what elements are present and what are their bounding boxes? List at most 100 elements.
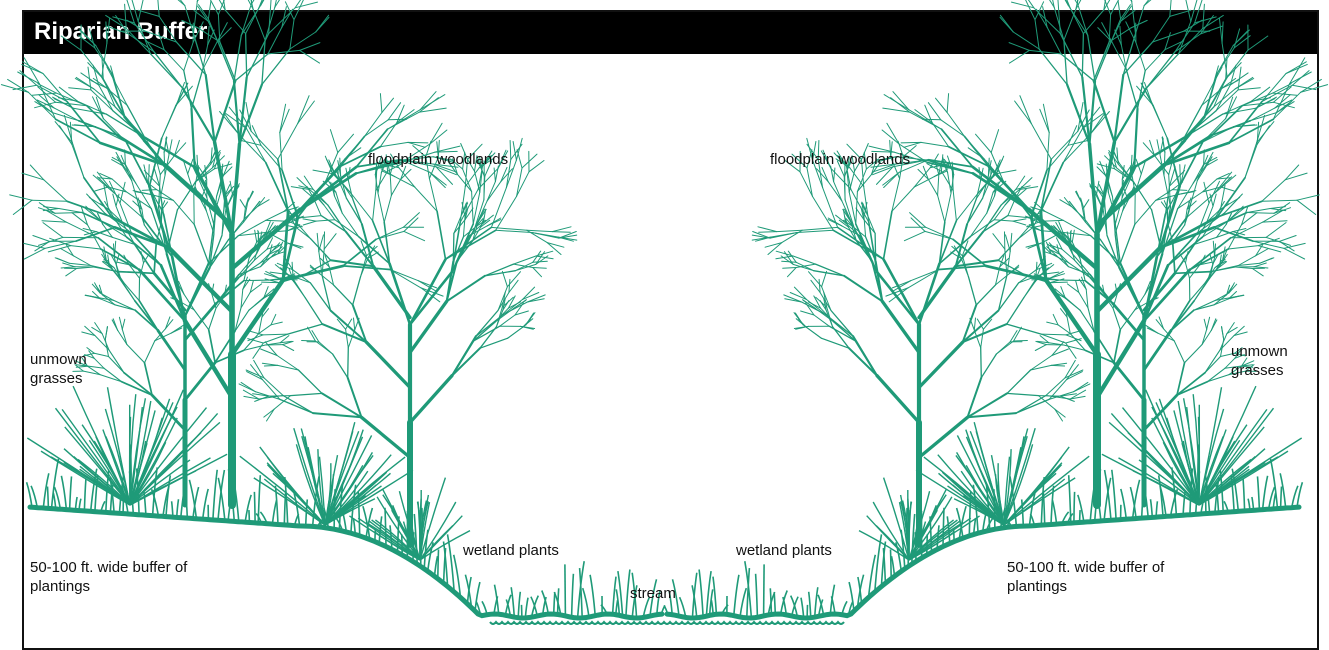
tree-branch [523, 319, 531, 327]
tree-branch [384, 195, 391, 222]
tree-branch [303, 221, 316, 225]
tree-branch [43, 223, 63, 238]
tree-branch [338, 134, 354, 152]
tree-branch [509, 280, 518, 292]
tree-branch [125, 4, 127, 28]
tree-branch [552, 227, 571, 232]
tree-branch [222, 167, 232, 177]
tree-branch [522, 154, 537, 168]
tree-branch [410, 259, 446, 324]
tree-branch [122, 329, 127, 344]
label-floodplain-woodlands-left: floodplain woodlands [368, 150, 508, 169]
tree-branch [244, 280, 269, 281]
grass-blade [572, 574, 574, 618]
grass-blade [583, 588, 589, 617]
grass-blade [177, 499, 179, 517]
tree-branch [348, 330, 354, 348]
tree-branch [239, 384, 255, 392]
tree-branch [353, 277, 361, 305]
tree-branch [100, 375, 121, 382]
tree-branch [302, 260, 331, 276]
tree-branch [303, 219, 316, 221]
tree-branch [262, 363, 277, 365]
grass-blade [402, 534, 403, 555]
tree-branch [496, 196, 517, 230]
tree-branch [348, 348, 349, 378]
tree-branch [192, 70, 203, 109]
grass-blade [70, 476, 72, 510]
tree-branch [342, 213, 359, 237]
tree-branch [502, 271, 507, 286]
tree-branch [510, 141, 511, 160]
tree-branch [395, 177, 415, 188]
tree-branch [121, 155, 132, 180]
grass-blade [334, 489, 335, 529]
tree-branch [476, 311, 498, 337]
tree-branch [380, 142, 408, 146]
label-wetland-plants-left: wetland plants [463, 541, 559, 560]
tree-branch [13, 85, 37, 89]
tree-branch [208, 1, 211, 19]
tree-branch [44, 180, 67, 202]
tree-branch [138, 10, 159, 16]
grass-blade [438, 550, 439, 579]
grass-blade [590, 575, 595, 616]
grass-blade [245, 495, 251, 522]
tree-branch [20, 71, 37, 86]
tree-branch [234, 81, 240, 144]
tree-branch [219, 44, 234, 81]
tree-branch [293, 279, 305, 298]
grass-blade [61, 476, 66, 510]
tree-branch [57, 258, 69, 263]
tree-branch [122, 319, 125, 329]
tree-branch [241, 141, 261, 146]
tree-branch [263, 334, 288, 335]
tree-branch [517, 150, 522, 168]
tree-branch [248, 339, 264, 343]
tree-branch [146, 182, 156, 190]
tree-branch [290, 32, 316, 49]
tree-branch [296, 227, 311, 238]
label-wetland-plants-right: wetland plants [736, 541, 832, 560]
label-buffer-line2: plantings [1007, 577, 1164, 596]
tree-branch [235, 308, 241, 331]
tree-branch [378, 193, 384, 222]
tree-branch [351, 194, 372, 221]
tree-branch [325, 156, 333, 174]
tree-branch [280, 109, 289, 132]
tree-branch [113, 194, 116, 206]
tree-branch [290, 20, 294, 49]
tree-branch [552, 232, 570, 233]
tree-branch [216, 278, 238, 304]
tree-branch [94, 353, 108, 356]
tree-branch [104, 368, 121, 381]
tree-branch [61, 267, 75, 268]
tree-branch [261, 0, 275, 5]
tree-branch [220, 42, 236, 81]
tree-branch [533, 268, 542, 277]
tree-branch [475, 171, 480, 192]
tree-branch [382, 98, 394, 112]
tree-branch [91, 266, 118, 272]
tree-branch [106, 22, 107, 43]
tree-branch [119, 278, 135, 301]
tree-branch [527, 299, 544, 302]
tree-branch [298, 96, 309, 124]
tree-branch [527, 230, 552, 231]
label-buffer-line2: plantings [30, 577, 187, 596]
tree-branch [376, 227, 403, 239]
tree-branch [429, 179, 437, 212]
tree-branch [159, 16, 176, 42]
tree-branch [334, 285, 353, 305]
tree-branch [89, 29, 94, 48]
tree-branch [311, 239, 331, 261]
tree-branch [33, 236, 50, 242]
tree-branch [99, 85, 113, 111]
tree-branch [508, 327, 523, 338]
tree-branch [114, 241, 115, 257]
tree-branch [45, 210, 66, 222]
tree-branch [221, 179, 222, 192]
tree-branch [32, 200, 67, 201]
tree-branch [271, 314, 276, 324]
tree-branch [266, 212, 284, 221]
